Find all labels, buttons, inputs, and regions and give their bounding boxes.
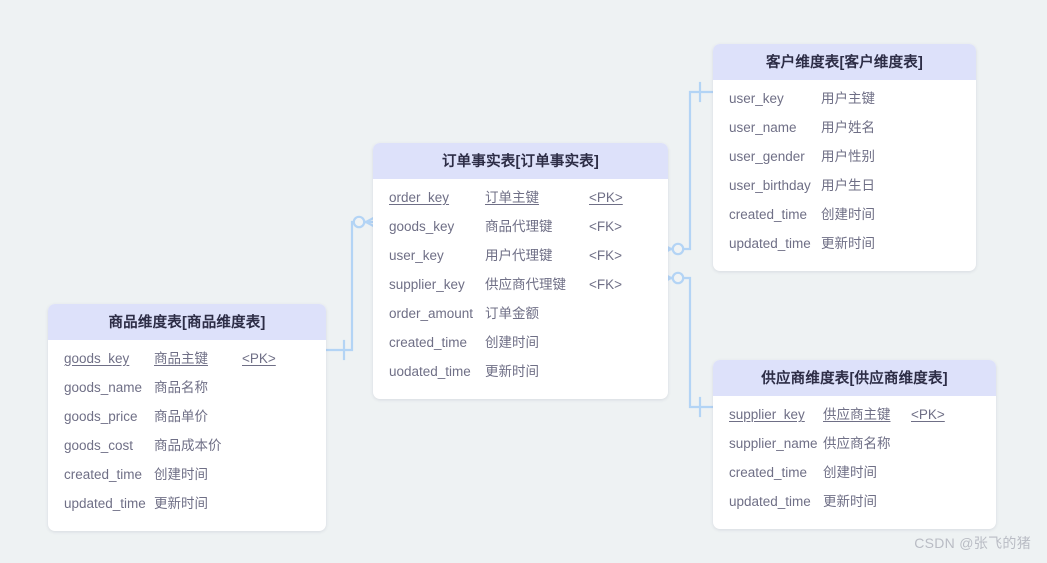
attribute-row: updated_time 更新时间 [713,490,996,519]
attribute-comment: 更新时间 [823,494,877,509]
attribute-comment: 更新时间 [821,236,875,251]
attribute-comment: 供应商代理键 [485,277,566,292]
attribute-row: order_amount 订单金额 [373,302,668,331]
attribute-comment: 更新时间 [154,496,208,511]
attribute-row: goods_key 商品代理键 <FK> [373,215,668,244]
attribute-name: created_time [729,207,808,222]
attribute-comment: 用户生日 [821,178,875,193]
attribute-name: updated_time [64,496,146,511]
attribute-comment: 更新时间 [485,364,539,379]
attribute-comment: 订单金额 [485,306,539,321]
attribute-row: supplier_key 供应商主键 <PK> [713,403,996,432]
attribute-name: user_birthday [729,178,811,193]
attribute-name: user_key [729,91,784,106]
attribute-name: order_amount [389,306,474,321]
attribute-name: user_gender [729,149,805,164]
attribute-comment: 创建时间 [823,465,877,480]
attribute-row: goods_key 商品主键 <PK> [48,347,326,376]
attribute-name: created_time [389,335,468,350]
attribute-comment: 创建时间 [821,207,875,222]
attribute-row: goods_cost 商品成本价 [48,434,326,463]
attribute-row: updated_time 更新时间 [48,492,326,521]
entity-title-dim-user: 客户维度表[客户维度表] [713,44,976,80]
attribute-row: created_time 创建时间 [713,461,996,490]
attribute-comment: 商品单价 [154,409,208,424]
attribute-name: goods_name [64,380,143,395]
entity-card-dim-supplier[interactable]: 供应商维度表[供应商维度表] supplier_key 供应商主键 <PK> s… [713,360,996,529]
attribute-comment: 商品名称 [154,380,208,395]
attribute-name: goods_key [389,219,455,234]
attribute-name: updated_time [729,236,811,251]
attribute-row: user_birthday 用户生日 [713,174,976,203]
attribute-name: user_name [729,120,797,135]
entity-card-dim-user[interactable]: 客户维度表[客户维度表] user_key 用户主键 user_name 用户姓… [713,44,976,271]
attribute-comment: 创建时间 [485,335,539,350]
entity-attribute-list-fact-order: order_key 订单主键 <PK> goods_key 商品代理键 <FK>… [373,179,668,399]
attribute-name: goods_price [64,409,138,424]
attribute-name: user_key [389,248,444,263]
attribute-name: created_time [64,467,143,482]
attribute-name: goods_key [64,351,130,366]
attribute-row: created_time 创建时间 [48,463,326,492]
entity-attribute-list-dim-user: user_key 用户主键 user_name 用户姓名 user_gender… [713,80,976,271]
attribute-key-badge: <FK> [589,248,623,263]
attribute-row: user_key 用户代理键 <FK> [373,244,668,273]
attribute-comment: 创建时间 [154,467,208,482]
attribute-row: order_key 订单主键 <PK> [373,186,668,215]
attribute-comment: 商品成本价 [154,438,222,453]
attribute-row: user_name 用户姓名 [713,116,976,145]
attribute-comment: 用户代理键 [485,248,553,263]
attribute-name: updated_time [729,494,811,509]
attribute-name: supplier_name [729,436,818,451]
attribute-row: created_time 创建时间 [713,203,976,232]
attribute-row: supplier_key 供应商代理键 <FK> [373,273,668,302]
attribute-name: created_time [729,465,808,480]
entity-attribute-list-dim-supplier: supplier_key 供应商主键 <PK> supplier_name 供应… [713,396,996,529]
attribute-key-badge: <PK> [589,190,623,205]
attribute-row: supplier_name 供应商名称 [713,432,996,461]
attribute-comment: 用户性别 [821,149,875,164]
attribute-name: goods_cost [64,438,134,453]
attribute-key-badge: <FK> [589,219,623,234]
attribute-row: updated_time 更新时间 [713,232,976,261]
attribute-key-badge: <PK> [242,351,276,366]
attribute-row: user_gender 用户性别 [713,145,976,174]
entity-title-dim-goods: 商品维度表[商品维度表] [48,304,326,340]
entity-card-fact-order[interactable]: 订单事实表[订单事实表] order_key 订单主键 <PK> goods_k… [373,143,668,399]
attribute-row: goods_name 商品名称 [48,376,326,405]
attribute-comment: 供应商主键 [823,407,891,422]
attribute-key-badge: <FK> [589,277,623,292]
attribute-comment: 商品主键 [154,351,208,366]
entity-card-dim-goods[interactable]: 商品维度表[商品维度表] goods_key 商品主键 <PK> goods_n… [48,304,326,531]
attribute-comment: 订单主键 [485,190,539,205]
attribute-row: user_key 用户主键 [713,87,976,116]
attribute-comment: 用户主键 [821,91,875,106]
attribute-name: supplier_key [389,277,465,292]
attribute-row: goods_price 商品单价 [48,405,326,434]
attribute-comment: 商品代理键 [485,219,553,234]
attribute-key-badge: <PK> [911,407,945,422]
entity-title-dim-supplier: 供应商维度表[供应商维度表] [713,360,996,396]
attribute-row: created_time 创建时间 [373,331,668,360]
attribute-comment: 用户姓名 [821,120,875,135]
relationship-goods-to-order [324,213,381,361]
attribute-comment: 供应商名称 [823,436,891,451]
attribute-row: uodated_time 更新时间 [373,360,668,389]
attribute-name: supplier_key [729,407,805,422]
attribute-name: order_key [389,190,450,205]
watermark-text: CSDN @张飞的猪 [914,535,1031,551]
attribute-name: uodated_time [389,364,471,379]
entity-title-fact-order: 订单事实表[订单事实表] [373,143,668,179]
entity-attribute-list-dim-goods: goods_key 商品主键 <PK> goods_name 商品名称 good… [48,340,326,531]
